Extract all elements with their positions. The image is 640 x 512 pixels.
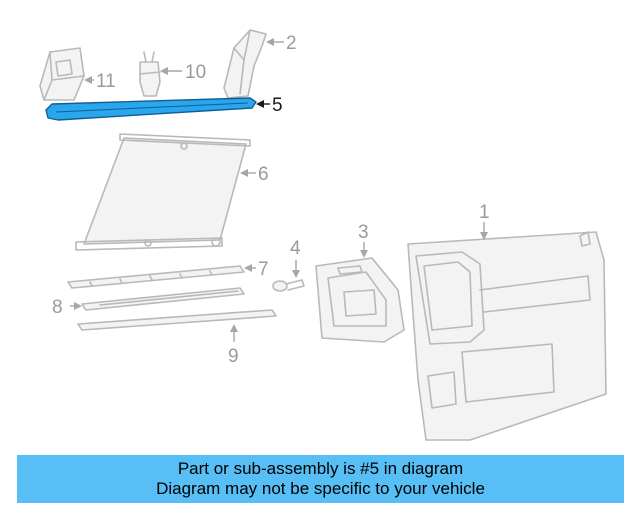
callout-5: 5	[272, 95, 283, 116]
banner-line-1: Part or sub-assembly is #5 in diagram	[177, 459, 464, 478]
part-10-clip[interactable]	[139, 51, 161, 97]
callout-1: 1	[479, 202, 490, 223]
part-2-trim[interactable]	[223, 29, 267, 99]
info-banner: Part or sub-assembly is #5 in diagram Di…	[17, 455, 624, 503]
part-9-strip[interactable]	[77, 309, 277, 331]
callout-3: 3	[358, 222, 369, 243]
banner-line-2: Diagram may not be specific to your vehi…	[156, 479, 485, 498]
callout-9: 9	[228, 346, 239, 367]
callout-7: 7	[258, 259, 269, 280]
part-5-strip-highlighted[interactable]	[45, 97, 257, 121]
parts-diagram: 11 10 2 5 6 7	[39, 29, 607, 441]
part-8-guide[interactable]	[81, 287, 245, 311]
callout-2: 2	[286, 33, 297, 54]
callout-10: 10	[185, 62, 206, 83]
part-11-bracket[interactable]	[39, 47, 85, 101]
part-3-handle-bezel[interactable]	[315, 257, 405, 343]
callout-4: 4	[290, 238, 301, 259]
callout-6: 6	[258, 164, 269, 185]
part-4-screw[interactable]	[272, 279, 305, 292]
callout-8: 8	[52, 297, 63, 318]
part-7-rail[interactable]	[67, 265, 245, 289]
part-6-sunshade[interactable]	[75, 133, 251, 251]
callout-11: 11	[96, 71, 116, 92]
part-1-door-panel[interactable]	[407, 231, 607, 441]
